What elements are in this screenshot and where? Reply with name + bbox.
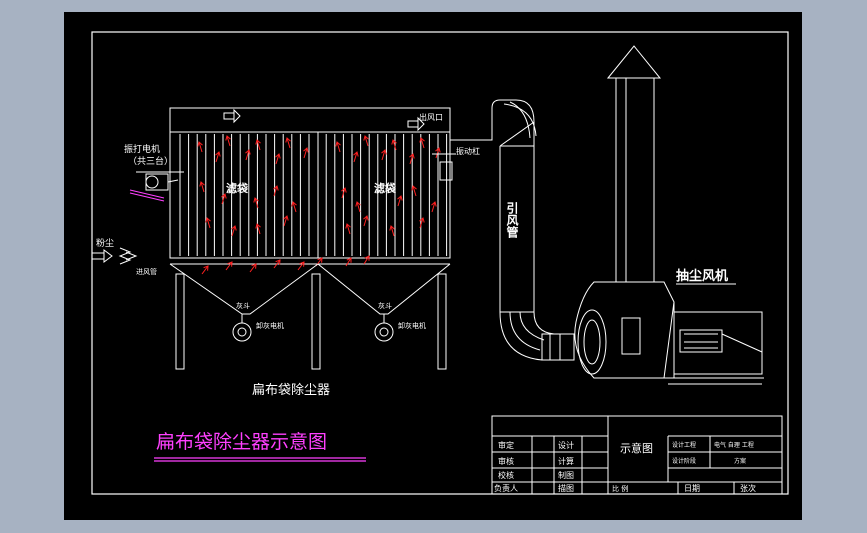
airflow-arrow (409, 153, 415, 165)
airflow-arrow (273, 185, 279, 197)
airflow-arrow (273, 259, 281, 269)
airflow-arrow (297, 261, 305, 271)
tb-date: 日期 (684, 484, 700, 493)
bag-filter-housing (169, 107, 451, 265)
tb-ratio: 比 例 (612, 484, 628, 493)
tb-r1-b: 电气 自理 工程 (714, 441, 754, 449)
airflow-arrow (411, 185, 417, 197)
airflow-arrow (255, 139, 261, 151)
airflow-arrow (201, 265, 209, 275)
airflow-arrow (285, 137, 291, 149)
airflow-arrows (197, 135, 441, 275)
airflow-arrow (389, 225, 395, 237)
airflow-arrow (341, 187, 347, 199)
airflow-arrow (353, 151, 359, 163)
airflow-arrow (221, 193, 227, 205)
tb-cell: 设计 (558, 440, 574, 450)
tb-cell: 计算 (558, 456, 574, 466)
airflow-arrow (363, 135, 369, 147)
airflow-arrow (355, 201, 361, 213)
label-unloader-2: 卸灰电机 (398, 321, 426, 330)
equipment-caption: 扁布袋除尘器 (252, 383, 330, 398)
flow-arrow-top-right (407, 116, 425, 132)
label-duct: 引风管 (505, 202, 519, 239)
airflow-arrow (419, 217, 425, 229)
airflow-arrow (303, 147, 309, 159)
airflow-arrow (419, 137, 425, 149)
cad-viewport[interactable]: 振打电机 （共三台） 出风口 振动杠 滤袋 滤袋 粉尘 进风管 灰斗 灰斗 卸灰… (64, 12, 802, 520)
tb-sheet: 张次 (740, 483, 756, 493)
support-legs (175, 273, 447, 370)
airflow-arrow (231, 225, 237, 237)
label-hopper-2: 灰斗 (378, 301, 392, 310)
inlet-arrow (91, 247, 138, 265)
airflow-arrow (391, 139, 397, 151)
airflow-arrow (197, 141, 203, 153)
airflow-arrow (397, 195, 403, 207)
airflow-arrow (435, 147, 441, 159)
main-title: 扁布袋除尘器示意图 (156, 431, 327, 453)
airflow-arrow (345, 257, 352, 267)
airflow-arrow (335, 141, 341, 153)
airflow-arrow (205, 217, 211, 229)
exhaust-stack (606, 45, 662, 283)
title-block-col-1: 审定 审核 校核 负责人 (494, 440, 518, 493)
airflow-arrow (283, 215, 289, 227)
tb-r2-a: 设计阶段 (672, 457, 696, 465)
label-hopper-1: 灰斗 (236, 301, 250, 310)
airflow-arrow (253, 197, 259, 209)
airflow-arrow (225, 135, 231, 147)
tb-cell: 审定 (498, 440, 514, 450)
tb-cell: 描图 (558, 483, 574, 493)
title-block-col-2: 设计 计算 制图 描图 (558, 440, 574, 493)
label-fan: 抽尘风机 (676, 268, 728, 284)
dust-fan (574, 281, 764, 385)
airflow-arrow (199, 181, 205, 193)
label-vibrating-rod: 振动杠 (456, 146, 480, 156)
tb-cell: 制图 (558, 470, 574, 480)
filter-bags (179, 134, 448, 256)
label-motor: 振打电机 (124, 143, 160, 155)
airflow-arrow (291, 201, 297, 213)
tb-label: 示意图 (620, 441, 653, 455)
title-block (491, 415, 783, 495)
airflow-arrow (363, 215, 369, 227)
drawing-canvas: 振打电机 （共三台） 出风口 振动杠 滤袋 滤袋 粉尘 进风管 灰斗 灰斗 卸灰… (91, 31, 789, 495)
label-outlet: 出风口 (419, 112, 443, 122)
induced-duct (450, 99, 575, 361)
label-filter-bag-2: 滤袋 (374, 181, 397, 195)
tb-cell: 审核 (498, 456, 514, 466)
tb-cell: 负责人 (494, 483, 518, 493)
airflow-arrow (245, 149, 251, 161)
airflow-arrow (381, 149, 387, 161)
label-filter-bag-1: 滤袋 (226, 181, 249, 195)
hoppers (169, 263, 451, 342)
drawing-border (91, 31, 789, 495)
shaker-motor (129, 171, 184, 202)
airflow-arrow (225, 261, 233, 271)
tb-r2-b: 方案 (734, 457, 746, 465)
vibrating-rod (432, 153, 456, 181)
airflow-arrow (431, 201, 437, 213)
label-inlet: 粉尘 (96, 237, 114, 249)
label-motor-count: （共三台） (128, 155, 173, 167)
airflow-arrow (275, 153, 281, 165)
flow-arrow-top-left (223, 108, 241, 124)
airflow-arrow (215, 151, 221, 163)
label-unloader-1: 卸灰电机 (256, 321, 284, 330)
airflow-arrow (249, 263, 257, 273)
airflow-arrow (363, 255, 370, 265)
tb-cell: 校核 (498, 470, 514, 480)
airflow-arrow (345, 223, 351, 235)
label-inlet-duct: 进风管 (136, 267, 157, 276)
airflow-arrow (255, 223, 261, 235)
tb-r1-a: 设计工程 (672, 441, 696, 449)
